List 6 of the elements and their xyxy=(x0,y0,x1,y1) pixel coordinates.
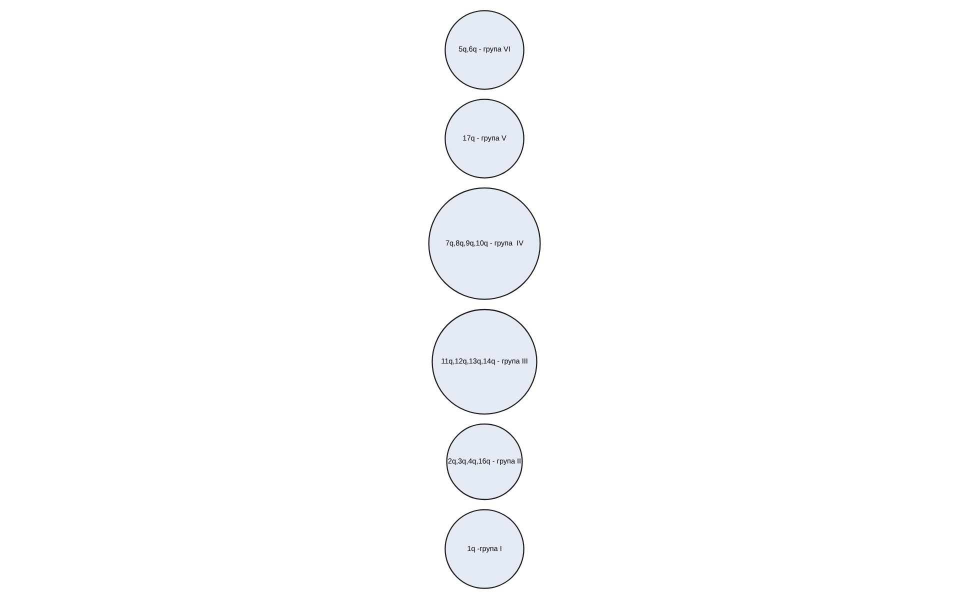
node-circle: 5q,6q - група VI xyxy=(444,10,524,90)
node-circle: 7q,8q,9q,10q - група IV xyxy=(428,187,541,300)
node-circle: 11q,12q,13q,14q - група III xyxy=(432,308,538,415)
node-circle: 17q - група V xyxy=(444,98,524,178)
node-circle: 1q -група I xyxy=(444,509,524,589)
node-circle: 2q,3q,4q,16q - група II xyxy=(446,423,523,500)
